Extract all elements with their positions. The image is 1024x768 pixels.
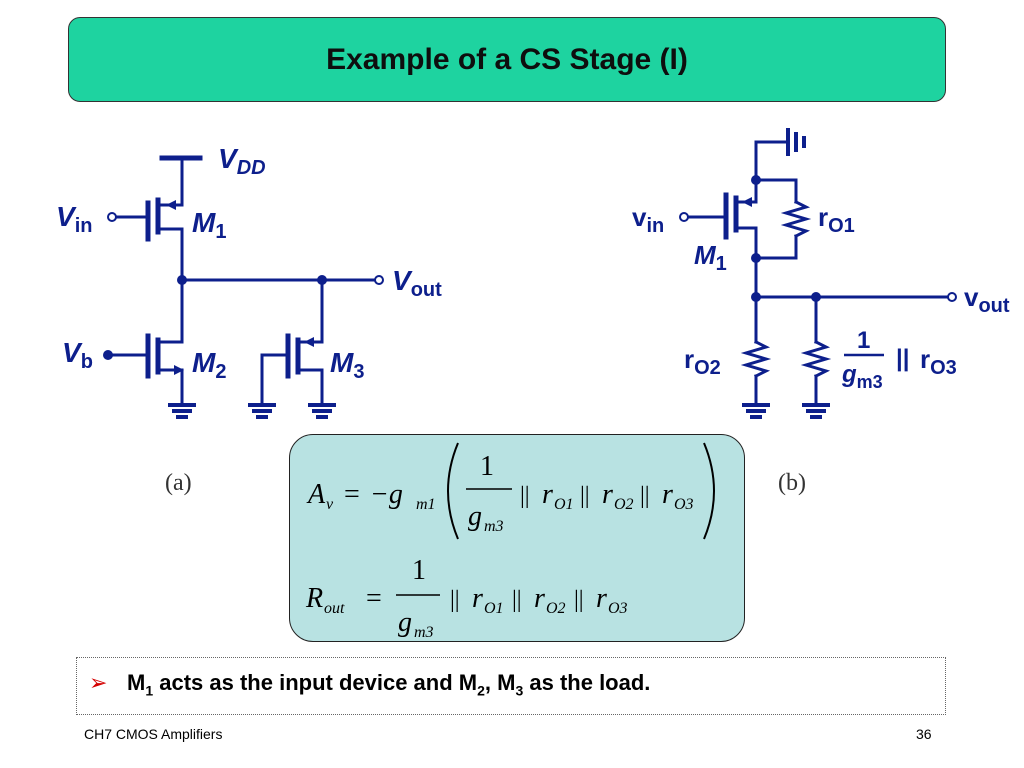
svg-text:g: g [398, 607, 412, 638]
ro3-label: rO3 [920, 344, 957, 379]
title-banner: Example of a CS Stage (I) [68, 17, 946, 102]
svg-text:r: r [602, 479, 613, 510]
svg-text:||: || [640, 483, 650, 509]
svg-text:||: || [512, 587, 522, 613]
svg-text:g: g [468, 501, 482, 532]
m1-label-b: M1 [694, 240, 727, 275]
m2-label: M2 [192, 347, 226, 383]
svg-text:R: R [305, 583, 323, 614]
svg-text:r: r [534, 583, 545, 614]
ro1-resistor [754, 178, 812, 260]
slide-title: Example of a CS Stage (I) [326, 42, 688, 76]
circuit-a [103, 155, 384, 419]
svg-text:O3: O3 [608, 600, 628, 617]
caption-a: (a) [165, 470, 192, 496]
svg-text:r: r [472, 583, 483, 614]
vout-label-a: Vout [392, 265, 442, 301]
svg-text:v: v [326, 496, 334, 513]
svg-text:1: 1 [480, 451, 494, 482]
vdd-label: VDD [218, 143, 266, 179]
gm3-numerator: 1 [857, 327, 870, 354]
bullet-box: ➢ M1 acts as the input device and M2, M3… [76, 657, 946, 715]
svg-text:O1: O1 [554, 496, 574, 513]
svg-text:out: out [324, 600, 345, 617]
svg-text:m3: m3 [414, 624, 434, 641]
vout-terminal-b [947, 292, 957, 302]
ro1-label: rO1 [818, 202, 855, 237]
vin-label-b: vin [632, 202, 664, 237]
svg-text:O3: O3 [674, 496, 694, 513]
bullet-arrow-icon: ➢ [89, 671, 108, 696]
caption-b: (b) [778, 470, 806, 496]
vin-label-a: Vin [56, 201, 92, 237]
svg-text:||: || [580, 483, 590, 509]
svg-text:r: r [596, 583, 607, 614]
svg-text:=: = [344, 479, 360, 510]
bullet-text: M1 acts as the input device and M2, M3 a… [127, 670, 651, 699]
svg-text:||: || [520, 483, 530, 509]
m1-transistor-b [679, 178, 758, 260]
circuit-b [679, 128, 957, 419]
m3-transistor [248, 278, 336, 419]
ro3-resistor [800, 295, 832, 419]
m1-label-a: M1 [192, 207, 226, 243]
svg-text:O2: O2 [546, 600, 566, 617]
vout-label-b: vout [964, 282, 1010, 317]
svg-text:−g: −g [370, 479, 403, 510]
footer-course-label: CH7 CMOS Amplifiers [84, 726, 223, 742]
svg-text:||: || [574, 587, 584, 613]
vout-terminal-a [374, 275, 384, 285]
rout-equation: R out = 1 g m3 || r O1 || r O2 || r O3 [305, 555, 628, 641]
svg-text:r: r [542, 479, 553, 510]
m2-transistor [103, 278, 196, 419]
gm3-denominator: gm3 [841, 361, 883, 392]
av-equation: A v = −g m1 1 g m3 || r O1 || r O2 || r … [306, 442, 715, 540]
m1-transistor [107, 193, 184, 282]
svg-text:m3: m3 [484, 518, 504, 535]
parallel-symbol-b: || [896, 345, 909, 372]
svg-text:O2: O2 [614, 496, 634, 513]
svg-text:r: r [662, 479, 673, 510]
ro2-label: rO2 [684, 344, 721, 379]
svg-text:1: 1 [412, 555, 426, 586]
svg-text:||: || [450, 587, 460, 613]
ro2-resistor [740, 295, 772, 419]
formula-box: A v = −g m1 1 g m3 || r O1 || r O2 || r … [289, 434, 745, 642]
svg-text:O1: O1 [484, 600, 504, 617]
svg-text:m1: m1 [416, 496, 436, 513]
svg-text:A: A [306, 479, 326, 510]
svg-text:=: = [366, 583, 382, 614]
vb-label: Vb [62, 337, 93, 373]
m3-label: M3 [330, 347, 364, 383]
page-number: 36 [916, 726, 932, 742]
